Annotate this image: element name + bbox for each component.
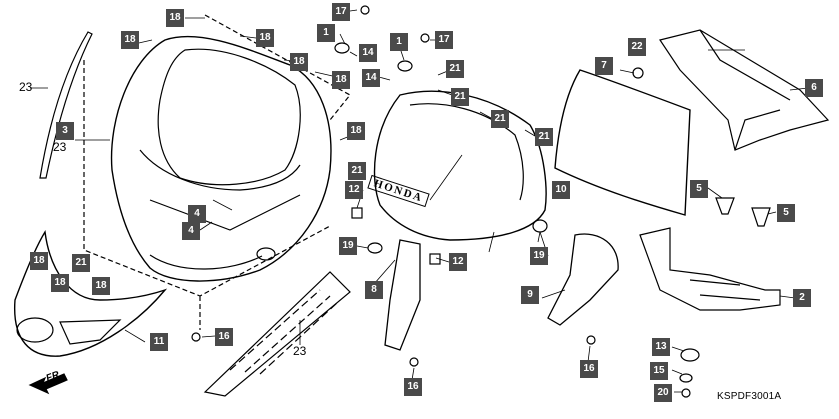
bolt-16-left [191, 332, 201, 342]
part-label-1: 1 [317, 24, 335, 42]
part-label-21: 21 [446, 60, 464, 78]
part-label-18: 18 [30, 252, 48, 270]
collar-14-right [397, 60, 413, 72]
part-label-6: 6 [805, 79, 823, 97]
assembly-guide-left [83, 60, 331, 330]
part-label-18: 18 [51, 274, 69, 292]
cowl-decal-stripes [229, 289, 339, 375]
lower-cowl-right-vent [59, 319, 122, 345]
bolt-16-right [586, 335, 596, 345]
screw-17-top [360, 5, 370, 15]
inner-panel-8 [384, 239, 421, 351]
part-label-21: 21 [535, 128, 553, 146]
clip-5-left [715, 197, 735, 215]
diagram-code: KSPDF3001A [717, 391, 782, 402]
part-label-21: 21 [348, 162, 366, 180]
part-label-23: 23 [293, 344, 307, 358]
part-label-20: 20 [654, 384, 672, 402]
part-label-17: 17 [435, 31, 453, 49]
front-cowl-hole [256, 247, 276, 261]
lower-bracket-2-details [689, 279, 761, 301]
part-label-10: 10 [552, 181, 570, 199]
front-cowl-lower-edge [149, 254, 263, 270]
cowl-decal-23 [203, 271, 351, 397]
front-arrow-shape [28, 373, 68, 395]
part-label-22: 22 [628, 38, 646, 56]
part-label-2: 2 [793, 289, 811, 307]
part-label-18: 18 [121, 31, 139, 49]
part-label-1: 1 [390, 33, 408, 51]
side-trim-strip-23 [39, 31, 93, 179]
part-label-14: 14 [359, 44, 377, 62]
part-label-17: 17 [332, 3, 350, 21]
front-cowl-panel-line [149, 194, 301, 231]
part-label-21: 21 [451, 88, 469, 106]
part-label-15: 15 [650, 362, 668, 380]
part-label-9: 9 [521, 286, 539, 304]
part-label-19: 19 [339, 237, 357, 255]
part-label-23: 23 [19, 80, 33, 94]
part-label-5: 5 [690, 180, 708, 198]
part-label-19: 19 [530, 247, 548, 265]
grommet-19-right [532, 219, 548, 233]
lower-cowl-11 [14, 229, 168, 357]
bolt-20 [681, 388, 691, 398]
screw-17-right [420, 33, 430, 43]
upper-stay-6-braces [699, 29, 791, 151]
part-label-16: 16 [215, 328, 233, 346]
part-label-16: 16 [404, 378, 422, 396]
part-label-5: 5 [777, 204, 795, 222]
part-label-8: 8 [365, 281, 383, 299]
meter-panel-inner-rim [409, 103, 524, 201]
nut-12-left [351, 207, 363, 219]
bolt-16-center [409, 357, 419, 367]
part-label-12: 12 [449, 253, 467, 271]
part-label-21: 21 [72, 254, 90, 272]
part-label-16: 16 [580, 360, 598, 378]
collar-15 [679, 373, 693, 383]
lower-bracket-2 [639, 227, 781, 311]
assembly-guide-top [204, 14, 351, 121]
lower-cowl-left-vent [16, 317, 54, 343]
grommet-19-left [367, 242, 383, 254]
part-label-23: 23 [53, 140, 67, 154]
part-label-11: 11 [150, 333, 168, 351]
part-label-18: 18 [166, 9, 184, 27]
part-label-18: 18 [332, 71, 350, 89]
part-label-18: 18 [92, 277, 110, 295]
part-label-18: 18 [347, 122, 365, 140]
part-label-18: 18 [290, 53, 308, 71]
part-label-4: 4 [188, 205, 206, 223]
part-label-14: 14 [362, 69, 380, 87]
front-cowl-inner-edge [139, 149, 301, 191]
inner-panel-9 [547, 233, 619, 326]
upper-stay-6 [659, 29, 830, 151]
clip-5-right [751, 207, 771, 227]
bolt-22 [632, 67, 644, 79]
windscreen-7 [554, 69, 691, 216]
part-label-4: 4 [182, 222, 200, 240]
part-label-13: 13 [652, 338, 670, 356]
part-label-18: 18 [256, 29, 274, 47]
collar-14-left [334, 42, 350, 54]
rubber-13 [680, 348, 700, 362]
part-label-3: 3 [56, 122, 74, 140]
meter-panel-10 [373, 90, 547, 241]
part-label-7: 7 [595, 57, 613, 75]
part-label-12: 12 [345, 181, 363, 199]
front-cowl-opening [157, 48, 301, 186]
front-cowl-3 [110, 35, 332, 282]
part-label-21: 21 [491, 110, 509, 128]
